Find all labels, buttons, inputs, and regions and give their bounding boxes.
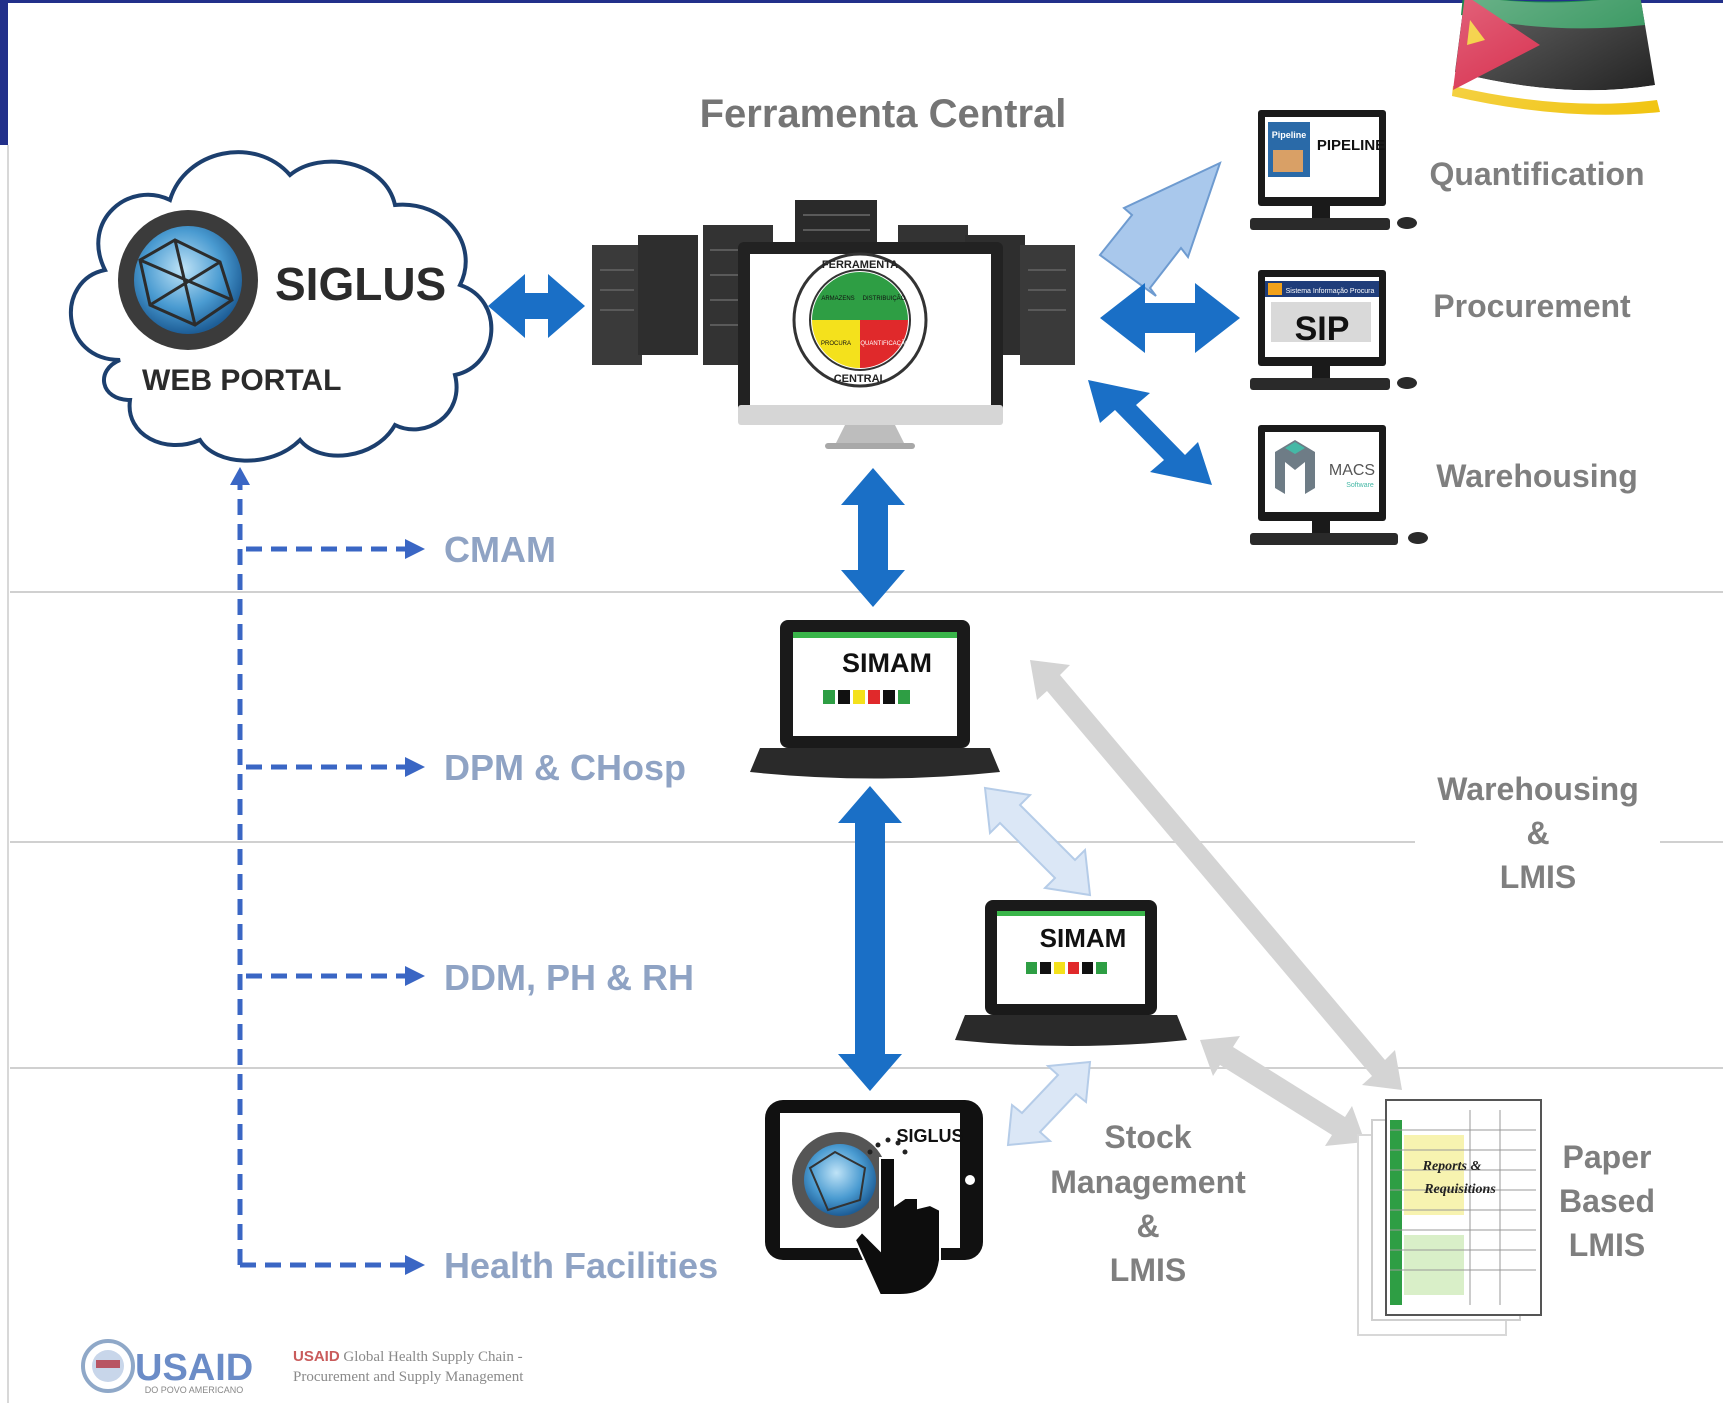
central-simam-arrow <box>841 468 905 607</box>
procurement-label: Procurement <box>1433 288 1631 324</box>
svg-text:Stock: Stock <box>1104 1119 1191 1155</box>
simam-laptop-1-label: SIMAM <box>842 648 932 678</box>
simam2-paper-arrow <box>1200 1036 1365 1146</box>
procurement-arrow <box>1100 283 1240 353</box>
portal-distribution-lines <box>237 480 425 1275</box>
simam-siglus-arrow <box>838 786 902 1091</box>
paper-doc-title-line2: Requisitions <box>1423 1182 1496 1197</box>
mozambique-flag-icon <box>1452 0 1660 115</box>
simam-laptop-2-label: SIMAM <box>1040 923 1127 953</box>
emblem-top-text: FERRAMENTA <box>822 259 898 271</box>
page-title: Ferramenta Central <box>700 92 1067 136</box>
usaid-logo: USAID DO POVO AMERICANO <box>81 1339 253 1395</box>
procurement-computer-icon: SIP Sistema Informação Procura <box>1250 270 1417 390</box>
portal-up-arrowhead <box>230 467 250 485</box>
svg-text:LMIS: LMIS <box>1500 859 1576 895</box>
emblem-piece-3: PROCURA <box>821 341 851 347</box>
ghsc-psm-program-label: USAID Global Health Supply Chain - Procu… <box>293 1348 524 1385</box>
warehousing-lmis-label: Warehousing & LMIS <box>1437 771 1638 895</box>
siglus-tablet-icon: SIGLUS <box>765 1100 983 1296</box>
svg-text:Based: Based <box>1559 1183 1655 1219</box>
svg-text:Paper: Paper <box>1563 1139 1652 1175</box>
svg-text:LMIS: LMIS <box>1110 1252 1186 1288</box>
macs-screen-text: MACS <box>1329 462 1375 479</box>
emblem-piece-2: DISTRIBUIÇÃO <box>863 295 906 302</box>
sip-screen-subtext: Sistema Informação Procura <box>1286 288 1375 295</box>
svg-text:Warehousing: Warehousing <box>1437 771 1638 807</box>
macs-screen-subtext: Software <box>1346 482 1374 489</box>
svg-text:&: & <box>1526 815 1549 851</box>
web-portal-label: WEB PORTAL <box>142 364 341 397</box>
warehousing-label: Warehousing <box>1436 458 1637 494</box>
level-dpm-chosp: DPM & CHosp <box>444 747 686 788</box>
svg-text:&: & <box>1136 1208 1159 1244</box>
paper-requisition-forms-icon: Reports & Requisitions <box>1357 1099 1542 1336</box>
svg-text:DO POVO AMERICANO: DO POVO AMERICANO <box>145 1385 244 1395</box>
top-frame-line <box>0 0 1723 3</box>
globe-icon <box>118 210 258 350</box>
quantification-arrow <box>1098 161 1222 297</box>
paper-doc-title-line1: Reports & <box>1422 1159 1482 1174</box>
pipeline-screen-text: PIPELINE <box>1317 137 1385 154</box>
left-frame-bar <box>0 0 8 145</box>
svg-text:USAID Global Health Supply Cha: USAID Global Health Supply Chain - <box>293 1348 523 1365</box>
emblem-piece-1: ARMAZENS <box>821 296 854 302</box>
portal-server-arrow <box>488 274 585 338</box>
siglus-web-portal-cloud: SIGLUS WEB PORTAL <box>69 150 494 463</box>
simam-simam-arrow <box>983 786 1092 897</box>
paper-based-lmis-label: Paper Based LMIS <box>1559 1139 1655 1263</box>
siglus-tablet-label: SIGLUS <box>896 1126 963 1146</box>
level-health-facilities: Health Facilities <box>444 1245 718 1286</box>
svg-text:LMIS: LMIS <box>1569 1227 1645 1263</box>
svg-text:USAID: USAID <box>135 1347 253 1389</box>
stock-management-label: Stock Management & LMIS <box>1050 1119 1246 1288</box>
ferramenta-central-emblem: FERRAMENTA CENTRAL ARMAZENS DISTRIBUIÇÃO… <box>792 252 928 388</box>
emblem-piece-4: QUANTIFICAÇÃO <box>860 340 910 347</box>
svg-text:Procurement and Supply Managem: Procurement and Supply Management <box>293 1369 524 1385</box>
warehousing-arrow <box>1088 380 1212 485</box>
simam-laptop-2-icon: SIMAM <box>955 900 1187 1046</box>
quantification-label: Quantification <box>1429 156 1644 192</box>
pipeline-screen-subtext: Pipeline <box>1272 130 1307 140</box>
warehousing-computer-icon: MACS Software <box>1250 425 1428 545</box>
simam-laptop-1-icon: SIMAM <box>750 620 1000 779</box>
emblem-bottom-text: CENTRAL <box>834 373 887 385</box>
simam-paper-arrow <box>1030 660 1402 1090</box>
quantification-computer-icon: PIPELINE Pipeline <box>1250 110 1417 230</box>
level-ddm-ph-rh: DDM, PH & RH <box>444 957 694 998</box>
siglus-title: SIGLUS <box>275 258 446 310</box>
level-cmam: CMAM <box>444 529 556 570</box>
svg-text:Management: Management <box>1050 1164 1246 1200</box>
sip-screen-text: SIP <box>1295 310 1350 348</box>
tablet-simam-arrow <box>1006 1060 1092 1147</box>
